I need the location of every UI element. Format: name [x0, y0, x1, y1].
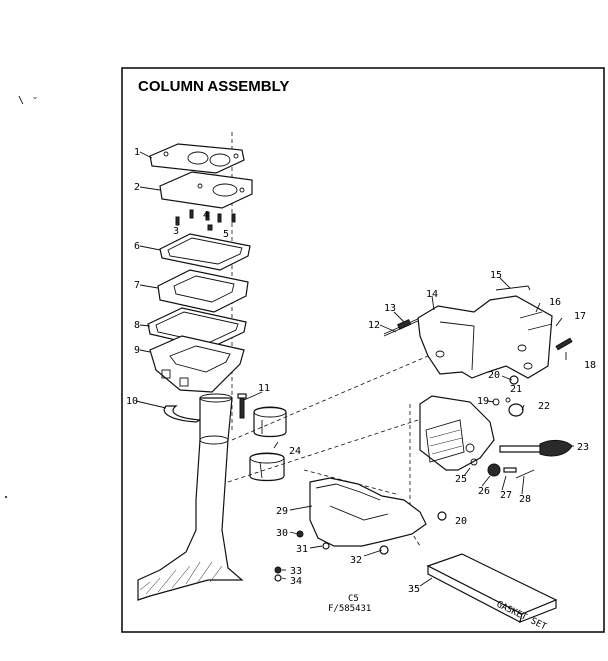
- callout-29: 29: [276, 506, 288, 517]
- ref-line: [227, 419, 419, 483]
- part-32-washer: [379, 545, 389, 555]
- callout-20: 20: [488, 370, 500, 381]
- callout-2: 2: [134, 182, 140, 193]
- part-20-washer-lower: [437, 511, 447, 521]
- part-12-13-bolts: [383, 317, 421, 337]
- part-20-washer: [509, 375, 519, 385]
- diagram-frame: [121, 67, 605, 633]
- callout-7: 7: [134, 280, 140, 291]
- callout-19: 19: [477, 396, 489, 407]
- part-24-bushing-upper: [253, 406, 287, 438]
- callout-27: 27: [500, 490, 512, 501]
- footer-code: C5: [348, 594, 359, 604]
- part-1-gasket: [149, 143, 245, 174]
- part-28-pin: [515, 469, 535, 479]
- callout-labels: 1 2 3 4 5 6 7 8 9 10 11 12 13 14 15 16 1…: [126, 147, 596, 595]
- callout-18: 18: [584, 360, 596, 371]
- callout-21: 21: [510, 384, 522, 395]
- callout-25: 25: [455, 474, 467, 485]
- callout-35: 35: [408, 584, 420, 595]
- part-11-bolt: [237, 393, 247, 419]
- footer-ref: F/585431: [328, 604, 371, 614]
- callout-4: 4: [203, 210, 209, 221]
- callout-10: 10: [126, 396, 138, 407]
- callout-15: 15: [490, 270, 502, 281]
- parts-15-18-pins: [495, 285, 573, 351]
- callout-6: 6: [134, 241, 140, 252]
- callout-9: 9: [134, 345, 140, 356]
- part-23-clamp-screw: [499, 439, 573, 457]
- callout-leaders: [135, 151, 574, 587]
- part-26-nut: [487, 463, 501, 477]
- part-24-bushing-lower: [249, 452, 285, 482]
- callout-30: 30: [276, 528, 288, 539]
- part-31-washer: [322, 542, 330, 550]
- part-14-swivel-bracket: [417, 295, 553, 379]
- ref-line: [303, 469, 397, 495]
- callout-33: 33: [290, 566, 302, 577]
- part-33-nut: [274, 566, 282, 574]
- callout-26: 26: [478, 486, 490, 497]
- part-9-adaptor: [149, 335, 245, 393]
- callout-8: 8: [134, 320, 140, 331]
- part-6-gasket: [159, 233, 251, 271]
- part-7-reed-plate: [157, 269, 249, 313]
- callout-14: 14: [426, 289, 438, 300]
- callout-3: 3: [173, 226, 179, 237]
- callout-32: 32: [350, 555, 362, 566]
- part-2-plate: [159, 171, 253, 209]
- stray-dot: [5, 496, 7, 498]
- callout-24: 24: [289, 446, 301, 457]
- callout-34: 34: [290, 576, 302, 587]
- callout-12: 12: [368, 320, 380, 331]
- part-8-gasket: [147, 307, 247, 349]
- column-tube: [137, 393, 244, 601]
- callout-5: 5: [223, 229, 229, 240]
- callout-28: 28: [519, 494, 531, 505]
- ref-line: [231, 355, 429, 441]
- part-25-clamp-bracket: [419, 395, 495, 471]
- stray-mark: \: [18, 95, 24, 106]
- part-10-clip: [163, 405, 203, 423]
- callout-22: 22: [538, 401, 550, 412]
- part-21-pin: [505, 397, 511, 403]
- part-27-plate: [503, 467, 517, 473]
- callout-13: 13: [384, 303, 396, 314]
- callout-11: 11: [258, 383, 270, 394]
- diagram-title: COLUMN ASSEMBLY: [138, 78, 289, 95]
- stray-mark: ˘: [32, 96, 38, 108]
- callout-17: 17: [574, 311, 586, 322]
- callout-23: 23: [577, 442, 589, 453]
- callout-20-lower: 20: [455, 516, 467, 527]
- callout-31: 31: [296, 544, 308, 555]
- part-34-washer: [274, 574, 282, 582]
- callout-1: 1: [134, 147, 140, 158]
- callout-16: 16: [549, 297, 561, 308]
- part-29-steering-housing: [309, 477, 427, 547]
- part-35-gasket-set-box: GASKET SET: [426, 553, 558, 633]
- parts-3-4-5-screws: [175, 209, 236, 231]
- part-22-cap: [508, 403, 524, 417]
